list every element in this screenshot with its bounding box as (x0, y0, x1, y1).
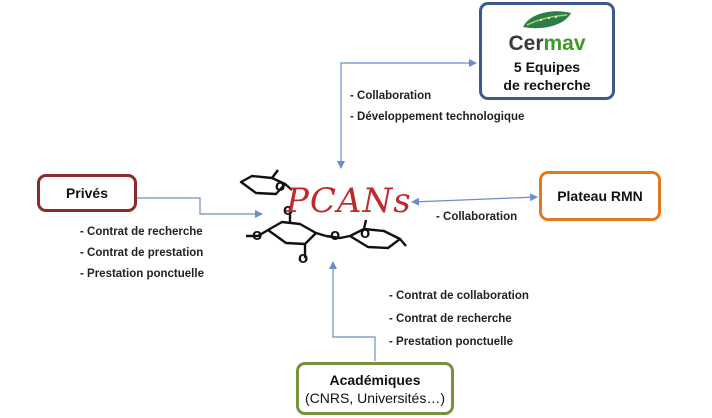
connector-prives (137, 197, 263, 218)
pcans-molecule-icon (239, 169, 407, 258)
svg-text:O: O (252, 229, 262, 243)
note-item: - Contrat de recherche (80, 226, 203, 238)
academiques-line1: Académiques (329, 371, 421, 388)
rmn-node: Plateau RMN (539, 171, 661, 221)
note-item: - Collaboration (436, 211, 518, 223)
note-item: - Prestation ponctuelle (389, 336, 513, 348)
note-item: - Contrat de prestation (80, 247, 204, 259)
connector-cermav (337, 59, 477, 169)
cermav-leaf-logo-icon (523, 10, 571, 28)
cermav-logo-text: Cermav (508, 31, 586, 55)
prives-node: Privés (37, 174, 137, 212)
svg-text:O: O (360, 227, 370, 241)
connector-rmn (411, 193, 538, 206)
note-item: - Contrat de collaboration (389, 290, 529, 302)
svg-text:O: O (275, 180, 285, 194)
svg-text:O: O (330, 229, 340, 243)
pcans-label: PCANs (285, 181, 412, 221)
prives-label: Privés (65, 185, 109, 201)
svg-text:O: O (298, 252, 308, 266)
cermav-node: Cermav 5 Equipes de recherche (479, 2, 615, 100)
note-item: - Prestation ponctuelle (80, 268, 204, 280)
rmn-label: Plateau RMN (557, 188, 643, 204)
cermav-logo-text-b: mav (543, 31, 586, 55)
connector-academiques (329, 261, 376, 361)
note-item: - Contrat de recherche (389, 313, 512, 325)
prives-notes: - Contrat de recherche - Contrat de pres… (80, 222, 204, 285)
academiques-line2: (CNRS, Universités…) (304, 389, 445, 406)
cermav-logo-text-a: Cer (508, 31, 544, 55)
note-item: - Collaboration (350, 90, 432, 102)
academiques-node: Académiques (CNRS, Universités…) (296, 362, 454, 415)
svg-text:O: O (283, 204, 293, 218)
cermav-notes: - Collaboration - Développement technolo… (350, 86, 524, 128)
note-item: - Développement technologique (350, 111, 525, 123)
cermav-line1: 5 Equipes (513, 58, 581, 75)
cermav-line2: de recherche (503, 76, 591, 93)
pcans-molecule-oxygens: O O O O O O (252, 180, 370, 266)
rmn-notes: - Collaboration (436, 207, 517, 228)
academiques-notes: - Contrat de collaboration - Contrat de … (389, 285, 529, 354)
